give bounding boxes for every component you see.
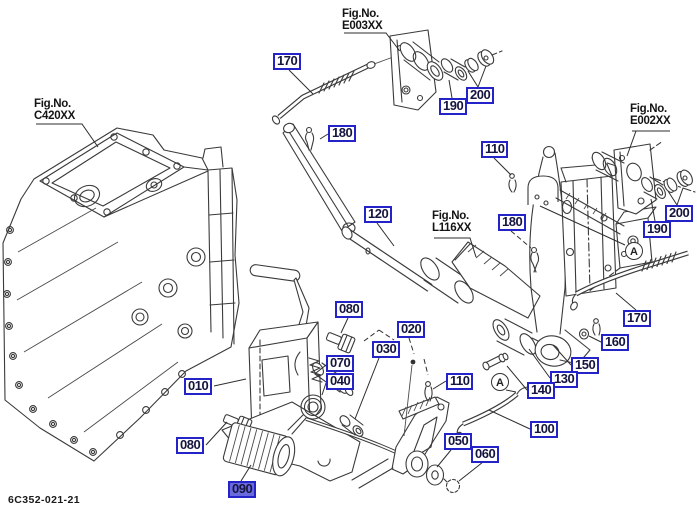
mid-lever-arm-drawing [282,122,356,234]
fig-ref-label: Fig.No. [342,8,379,20]
fig-ref-label: Fig.No. [630,103,667,115]
callout-190-e002[interactable]: 190 [643,221,672,238]
transmission-case-drawing [2,127,240,462]
callout-110-lower[interactable]: 110 [446,373,474,390]
callout-060[interactable]: 060 [471,446,500,463]
callout-180-upper[interactable]: 180 [328,125,357,142]
callout-080-lower[interactable]: 080 [176,437,205,454]
fig-ref-e002xx: Fig.No.E002XX [630,103,671,127]
callout-200-e002[interactable]: 200 [665,205,694,222]
callout-040[interactable]: 040 [326,373,355,390]
fig-ref-label: Fig.No. [432,210,469,222]
lever-assembly-drawing [221,264,361,482]
callout-150[interactable]: 150 [571,357,600,374]
callout-030[interactable]: 030 [372,341,401,358]
callout-130[interactable]: 130 [550,371,579,388]
callout-050[interactable]: 050 [444,433,473,450]
callout-120[interactable]: 120 [364,206,393,223]
leader-lines [36,32,684,482]
e002-assembly-drawing [591,140,696,215]
lower-rod-drawing [482,252,688,371]
fig-ref-code: E003XX [342,20,383,32]
callout-070[interactable]: 070 [326,355,355,372]
fig-ref-e003xx: Fig.No.E003XX [342,8,383,32]
callout-160[interactable]: 160 [601,334,630,351]
callout-140[interactable]: 140 [527,382,556,399]
callout-180-right[interactable]: 180 [498,214,527,231]
callout-090-selected[interactable]: 090 [228,481,257,498]
callout-190-e003[interactable]: 190 [439,98,468,115]
diagram-code: 6C352-021-21 [8,494,80,506]
pedal-plate-drawing [304,329,461,494]
pedal-rod-drawing [455,382,535,441]
callout-080-upper[interactable]: 080 [335,301,364,318]
fig-ref-code: L116XX [432,222,472,234]
callout-100[interactable]: 100 [530,421,559,438]
view-marker-a-1: A [491,373,509,391]
callout-170-upper[interactable]: 170 [273,53,302,70]
fig-ref-code: E002XX [630,115,671,127]
callout-010[interactable]: 010 [184,378,213,395]
fig-ref-c420xx: Fig.No.C420XX [34,98,75,122]
callout-200-e003[interactable]: 200 [466,87,495,104]
pedal-bracket-drawing [508,163,657,297]
fig-ref-l116xx: Fig.No.L116XX [432,210,471,234]
fig-ref-code: C420XX [34,110,76,122]
callout-170-lower[interactable]: 170 [623,310,652,327]
callout-110-right[interactable]: 110 [481,141,509,158]
e003-assembly-drawing [389,29,503,111]
callout-020[interactable]: 020 [397,321,426,338]
fig-ref-label: Fig.No. [34,98,71,110]
shaft-and-l116-bracket-drawing [341,226,549,356]
view-marker-a-2: A [625,242,643,260]
